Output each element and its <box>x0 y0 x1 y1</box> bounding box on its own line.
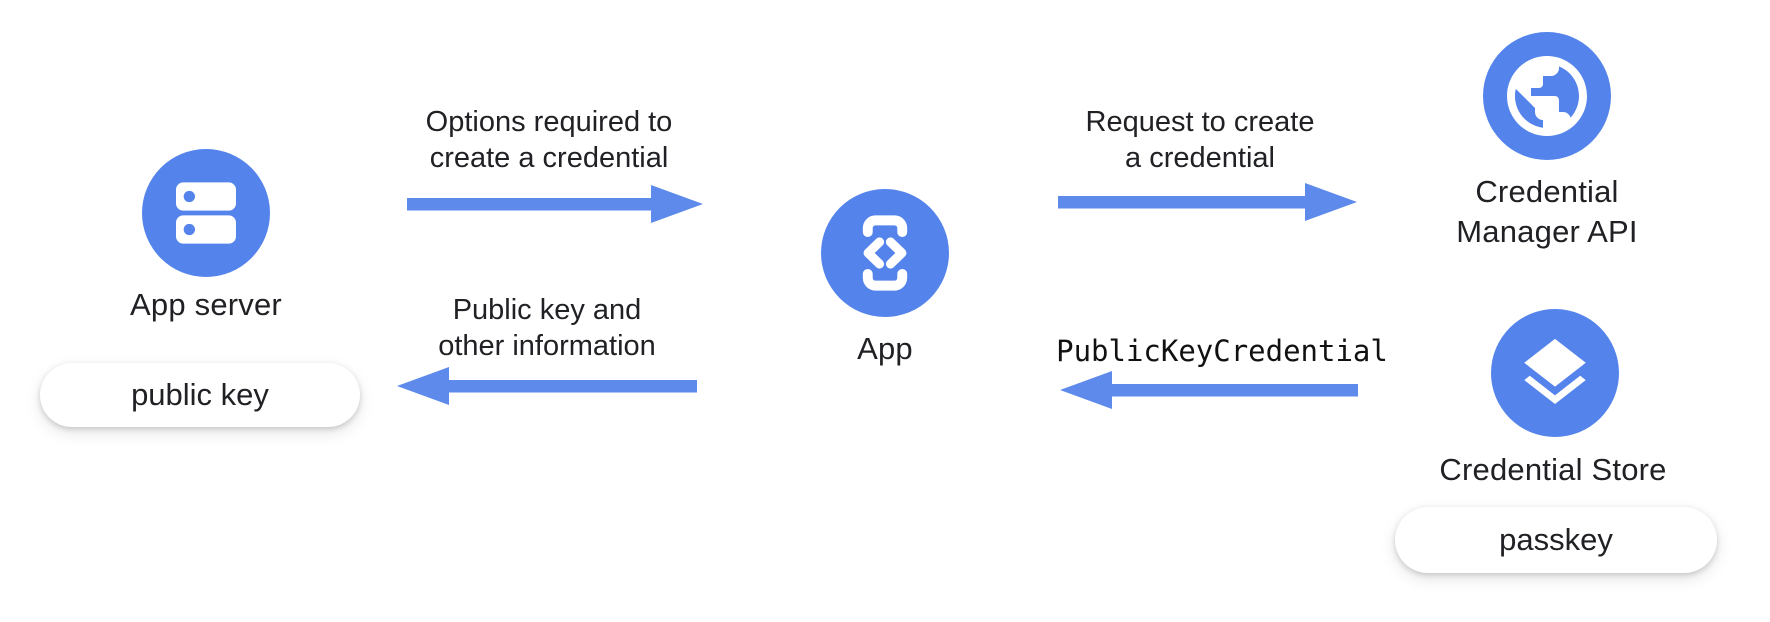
public-key-pill: public key <box>40 363 360 427</box>
credential-manager-label: Credential Manager API <box>1456 174 1638 249</box>
credential-store-node <box>1491 309 1619 437</box>
public-key-credential-arrow-left-icon <box>1060 371 1358 409</box>
public-key-info-arrow-label: Public key and other information <box>438 294 656 362</box>
app-node <box>821 189 949 317</box>
globe-icon <box>1507 56 1587 136</box>
options-arrow-right-icon <box>407 185 703 223</box>
passkey-pill: passkey <box>1395 507 1717 573</box>
app-server-node <box>142 149 270 277</box>
public-key-pill-label: public key <box>131 377 269 412</box>
app-label: App <box>857 331 913 366</box>
layers-icon <box>1524 338 1586 404</box>
public-key-credential-arrow-label: PublicKeyCredential <box>1056 334 1388 368</box>
public-key-info-arrow-left-icon <box>397 367 697 405</box>
options-arrow-label: Options required to create a credential <box>425 106 673 174</box>
credential-store-label: Credential Store <box>1439 452 1667 487</box>
server-icon <box>176 182 236 244</box>
phone-code-icon <box>862 215 908 291</box>
passkey-pill-label: passkey <box>1499 522 1613 557</box>
credential-manager-node <box>1483 32 1611 160</box>
request-create-arrow-right-icon <box>1058 183 1357 221</box>
request-create-arrow-label: Request to create a credential <box>1085 106 1315 174</box>
app-server-label: App server <box>130 287 282 322</box>
